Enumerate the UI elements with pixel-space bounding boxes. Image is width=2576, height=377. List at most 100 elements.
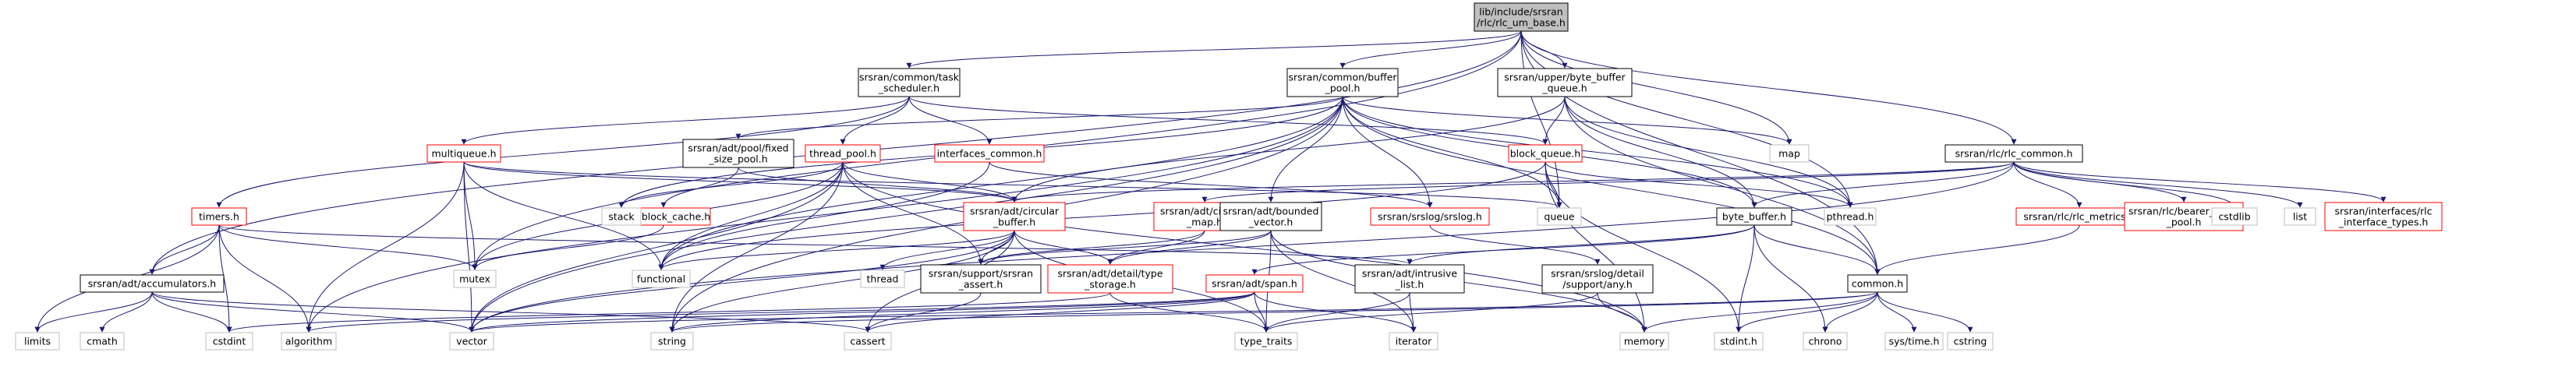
- node-box: [1389, 332, 1438, 351]
- graph-node-rlc-metrics[interactable]: srsran/rlc/rlc_metrics.h: [2015, 207, 2143, 226]
- edge-rlc-common-to-circular-map: [1201, 161, 2015, 203]
- graph-node-mutex[interactable]: mutex: [453, 270, 497, 288]
- edge-memblock-cache-to-mutex: [472, 224, 664, 270]
- edge-span-to-string: [669, 291, 1255, 333]
- graph-node-cassert[interactable]: cassert: [844, 332, 892, 351]
- node-label: srsran/common/task: [859, 72, 960, 83]
- graph-node-iterator[interactable]: iterator: [1389, 332, 1438, 351]
- graph-node-cstring[interactable]: cstring: [1947, 332, 1994, 351]
- node-box: [80, 332, 125, 351]
- node-box: [1824, 207, 1877, 226]
- graph-node-vector[interactable]: vector: [449, 332, 494, 351]
- graph-node-queue[interactable]: queue: [1537, 207, 1582, 226]
- node-label: multiqueue.h: [431, 148, 496, 160]
- graph-node-cstdint[interactable]: cstdint: [205, 332, 253, 351]
- node-box: [632, 270, 691, 288]
- node-label: list: [2293, 211, 2307, 223]
- edge-any-to-memory: [1597, 292, 1647, 333]
- node-box: [80, 274, 225, 293]
- edge-circular-buffer-to-string: [669, 230, 1015, 333]
- graph-node-limits[interactable]: limits: [15, 332, 60, 351]
- edge-fixed-size-pool-to-memblock-cache: [660, 167, 739, 208]
- graph-node-byte-buffer[interactable]: byte_buffer.h: [1716, 207, 1792, 226]
- node-label: common.h: [1852, 278, 1903, 290]
- edge-thread-pool-to-srsran-assert: [842, 161, 984, 265]
- graph-node-timers[interactable]: timers.h: [191, 207, 247, 226]
- graph-node-fixed-size-pool[interactable]: srsran/adt/pool/fixed_size_pool.h: [682, 139, 794, 168]
- edge-buffer-pool-to-pthread: [1342, 96, 1853, 208]
- node-label: srsran/support/srsran: [929, 268, 1033, 280]
- graph-node-chrono[interactable]: chrono: [1803, 332, 1848, 351]
- edge-thread-pool-to-vector: [469, 161, 844, 333]
- graph-node-task-scheduler[interactable]: srsran/common/task_scheduler.h: [858, 68, 961, 97]
- graph-node-intrusive-list[interactable]: srsran/adt/intrusive_list.h: [1354, 264, 1465, 294]
- graph-node-byte-buffer-queue[interactable]: srsran/upper/byte_buffer_queue.h: [1497, 68, 1633, 97]
- graph-node-thread[interactable]: thread: [860, 270, 905, 288]
- node-box: [1716, 207, 1792, 226]
- node-label: timers.h: [199, 211, 239, 223]
- graph-node-thread-pool[interactable]: thread_pool.h: [805, 144, 881, 163]
- graph-node-accumulators[interactable]: srsran/adt/accumulators.h: [80, 274, 225, 293]
- edge-byte-buffer-to-common-h: [1753, 224, 1881, 275]
- edge-byte-buffer-queue-to-common-h: [1564, 96, 1881, 275]
- edge-block-queue-to-queue: [1545, 161, 1562, 208]
- edge-accumulators-to-vector: [151, 291, 475, 333]
- node-label: cmath: [87, 336, 118, 347]
- edge-byte-buffer-queue-to-block-queue: [1542, 96, 1566, 145]
- graph-node-memory[interactable]: memory: [1619, 332, 1669, 351]
- graph-node-any[interactable]: srsran/srslog/detail/support/any.h: [1541, 264, 1654, 294]
- graph-node-span[interactable]: srsran/adt/span.h: [1205, 274, 1304, 293]
- node-box: [1474, 2, 1569, 32]
- graph-node-map[interactable]: map: [1769, 144, 1810, 163]
- edge-timers-to-accumulators: [149, 224, 220, 275]
- graph-node-rlc-common[interactable]: srsran/rlc/rlc_common.h: [1944, 144, 2083, 163]
- graph-node-root[interactable]: lib/include/srsran/rlc/rlc_um_base.h: [1474, 2, 1569, 32]
- edge-intrusive-list-to-iterator: [1409, 292, 1417, 333]
- graph-node-algorithm[interactable]: algorithm: [281, 332, 337, 351]
- edge-span-to-vector: [469, 291, 1255, 333]
- edge-accumulators-to-cmath: [99, 291, 153, 333]
- graph-node-list[interactable]: list: [2284, 207, 2316, 226]
- node-box: [1354, 264, 1465, 294]
- graph-node-cstdlib[interactable]: cstdlib: [2211, 207, 2258, 226]
- graph-node-multiqueue[interactable]: multiqueue.h: [426, 144, 501, 163]
- edge-buffer-pool-to-common-h: [1342, 96, 1881, 275]
- edge-accumulators-to-limits: [34, 291, 153, 333]
- graph-node-buffer-pool[interactable]: srsran/common/buffer_pool.h: [1286, 68, 1399, 97]
- edge-circular-map-to-type-storage: [1107, 230, 1205, 265]
- graph-node-srsran-assert[interactable]: srsran/support/srsran_assert.h: [920, 264, 1042, 294]
- graph-node-type-traits[interactable]: type_traits: [1234, 332, 1298, 351]
- edge-block-queue-to-stdint: [1545, 161, 1742, 333]
- node-label: _size_pool.h: [708, 153, 767, 165]
- edge-block-queue-to-pthread: [1545, 161, 1853, 208]
- graph-node-string[interactable]: string: [650, 332, 694, 351]
- edge-task-scheduler-to-interfaces-common: [908, 96, 993, 145]
- edge-span-to-algorithm: [306, 291, 1255, 333]
- node-label: pthread.h: [1827, 211, 1874, 223]
- node-box: [682, 139, 794, 168]
- graph-node-srslog[interactable]: srsran/srslog/srslog.h: [1370, 207, 1490, 226]
- edge-byte-buffer-to-intrusive-list: [1407, 224, 1755, 265]
- node-box: [963, 202, 1066, 231]
- graph-node-type-storage[interactable]: srsran/adt/detail/type_storage.h: [1047, 264, 1173, 294]
- graph-node-cmath[interactable]: cmath: [80, 332, 125, 351]
- graph-node-systime[interactable]: sys/time.h: [1884, 332, 1944, 351]
- node-box: [2324, 202, 2443, 231]
- graph-node-pthread[interactable]: pthread.h: [1824, 207, 1877, 226]
- graph-node-circular-buffer[interactable]: srsran/adt/circular_buffer.h: [963, 202, 1066, 231]
- graph-node-interfaces-common[interactable]: interfaces_common.h: [934, 144, 1045, 163]
- edge-byte-buffer-queue-to-circular-buffer: [1011, 96, 1566, 203]
- edge-rlc-common-to-cstdlib: [2013, 161, 2238, 208]
- graph-node-common-h[interactable]: common.h: [1847, 274, 1908, 293]
- graph-node-stdint[interactable]: stdint.h: [1714, 332, 1764, 351]
- node-box: [1541, 264, 1654, 294]
- node-box: [281, 332, 337, 351]
- graph-node-interface-types[interactable]: srsran/interfaces/rlc_interface_types.h: [2324, 202, 2443, 231]
- node-label: string: [658, 336, 686, 347]
- node-label: _list.h: [1395, 279, 1424, 291]
- graph-node-functional[interactable]: functional: [632, 270, 691, 288]
- graph-node-bounded-vector[interactable]: srsran/adt/bounded_vector.h: [1219, 202, 1322, 231]
- graph-node-stack[interactable]: stack: [601, 207, 642, 226]
- graph-node-block-queue[interactable]: block_queue.h: [1508, 144, 1583, 163]
- node-label: srsran/srslog/detail: [1551, 268, 1644, 280]
